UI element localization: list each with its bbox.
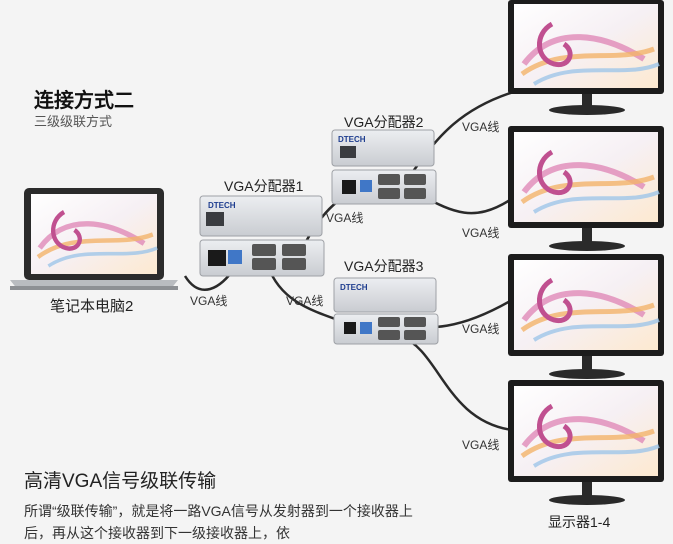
page-subtitle: 三级级联方式: [34, 114, 113, 129]
cable-label-s2-m2: VGA线: [462, 226, 500, 240]
cable-splitter2-to-monitor1: [407, 88, 521, 179]
splitter-1: DTECH: [199, 195, 325, 277]
splitter1-brand: DTECH: [208, 201, 236, 210]
cable-label-s3-m3: VGA线: [462, 322, 500, 336]
cable-label-laptop: VGA线: [190, 294, 228, 308]
cable-label-s1-s3: VGA线: [286, 294, 324, 308]
monitor-1: [508, 0, 664, 115]
cable-label-s2-m1: VGA线: [462, 120, 500, 134]
splitter-3: DTECH: [333, 277, 439, 345]
section-heading: 高清VGA信号级联传输: [24, 471, 217, 492]
monitor-4: [508, 380, 664, 505]
page-title: 连接方式二: [34, 90, 134, 112]
cable-label-s1-s2: VGA线: [326, 211, 364, 225]
splitter3-brand: DTECH: [340, 283, 368, 292]
laptop-label: 笔记本电脑2: [50, 298, 134, 315]
splitter1-label: VGA分配器1: [224, 178, 304, 194]
monitors-label: 显示器1-4: [548, 514, 611, 530]
description-text: 所谓“级联传输”，就是将一路VGA信号从发射器到一个接收器上后，再从这个接收器到…: [24, 503, 413, 541]
splitter-2: DTECH: [331, 129, 437, 205]
splitter3-label: VGA分配器3: [344, 258, 424, 274]
splitter2-brand: DTECH: [338, 135, 366, 144]
splitter2-label: VGA分配器2: [344, 114, 424, 130]
cable-label-s3-m4: VGA线: [462, 438, 500, 452]
monitor-2: [508, 126, 664, 251]
monitor-3: [508, 254, 664, 379]
laptop: [10, 188, 178, 290]
cable-splitter3-to-monitor4: [399, 334, 513, 432]
